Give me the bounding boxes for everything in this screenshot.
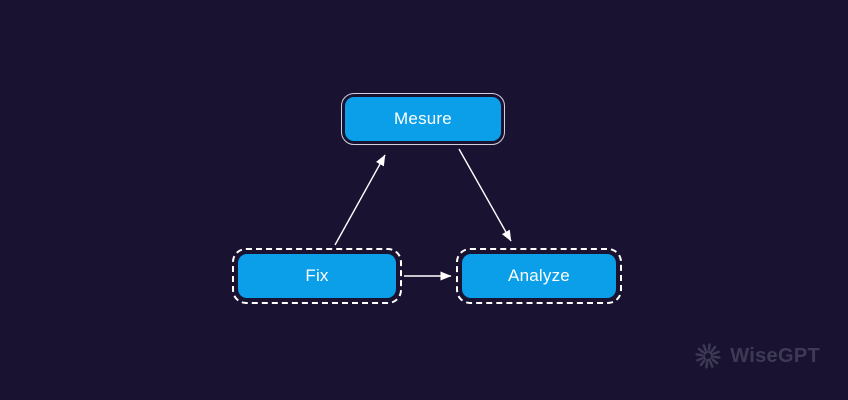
wisegpt-watermark-text: WiseGPT [730, 344, 820, 367]
node-fix: Fix [232, 248, 402, 304]
wisegpt-watermark: WiseGPT [693, 340, 820, 372]
node-fix-label: Fix [305, 266, 329, 285]
wisegpt-logo-icon [695, 343, 721, 369]
node-analyze-label: Analyze [508, 266, 570, 285]
edge-mesure-to-analyze [458, 148, 512, 242]
node-mesure-fill: Mesure [345, 97, 501, 141]
node-analyze-fill: Analyze [462, 254, 616, 298]
node-analyze: Analyze [456, 248, 622, 304]
node-fix-fill: Fix [238, 254, 396, 298]
node-mesure: Mesure [341, 93, 505, 145]
node-mesure-label: Mesure [394, 109, 452, 128]
edge-fix-to-mesure [334, 154, 386, 246]
